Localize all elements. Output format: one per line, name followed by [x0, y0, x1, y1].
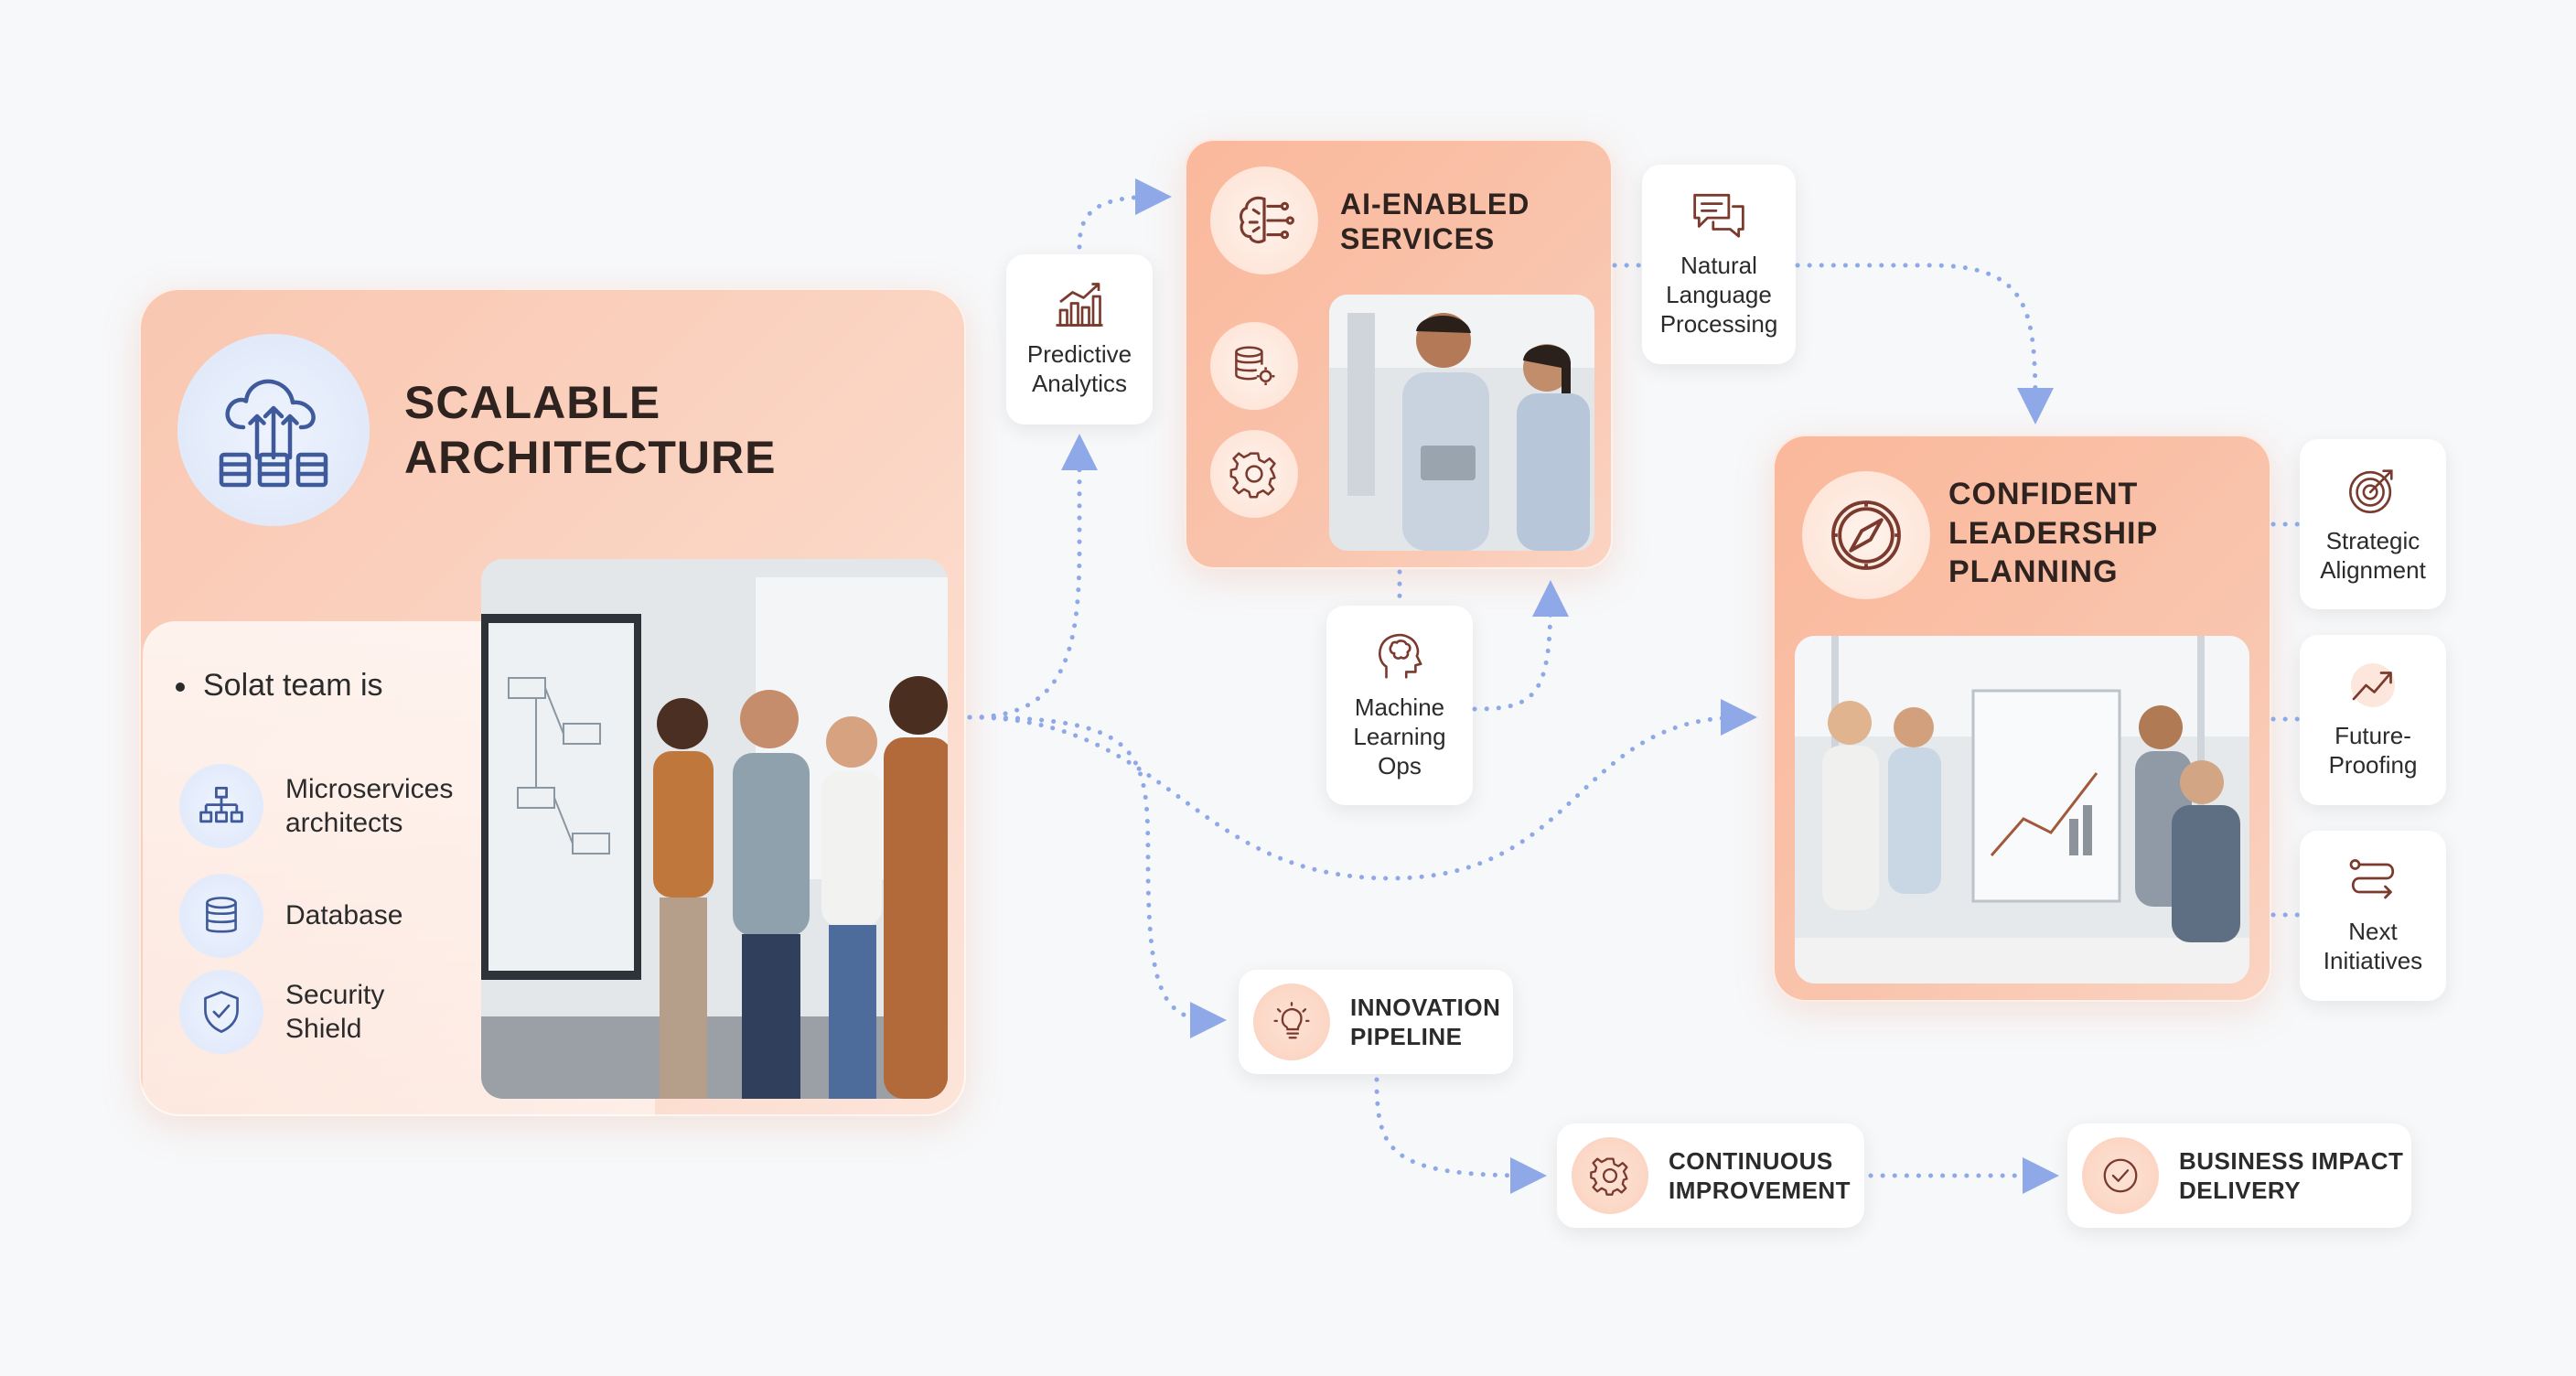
nlp-label: Natural Language Processing: [1659, 252, 1778, 338]
lightbulb-icon: [1253, 984, 1330, 1060]
strategic-alignment-node: Strategic Alignment: [2300, 439, 2446, 609]
database-gear-icon: [1210, 322, 1298, 410]
innovation-pipeline-pill: INNOVATION PIPELINE: [1239, 970, 1513, 1074]
cloud-servers-icon: [177, 334, 370, 526]
predictive-analytics-label: Predictive Analytics: [1026, 340, 1132, 397]
connector-innovation-to-continuous: [1374, 1077, 1547, 1194]
list-item-label: Database: [285, 900, 403, 931]
connector-nlp-to-leadership: [1795, 263, 2054, 425]
team-whiteboard-photo: [481, 559, 948, 1099]
future-proofing-label: Future- Proofing: [2328, 722, 2418, 779]
scalable-architecture-title: SCALABLE ARCHITECTURE: [404, 377, 777, 483]
future-proofing-node: Future- Proofing: [2300, 635, 2446, 805]
continuous-improvement-pill: CONTINUOUS IMPROVEMENT: [1557, 1123, 1864, 1228]
mlops-node: Machine Learning Ops: [1326, 606, 1473, 805]
leadership-planning-title: CONFIDENT LEADERSHIP PLANNING: [1948, 477, 2159, 589]
connector-predictive-to-ai: [1077, 178, 1172, 250]
team-bullet-text: Solat team is: [203, 668, 383, 703]
nlp-node: Natural Language Processing: [1642, 165, 1796, 364]
leadership-meeting-photo: [1795, 636, 2249, 984]
brain-circuit-icon: [1210, 167, 1318, 274]
strategic-alignment-label: Strategic Alignment: [2320, 527, 2426, 584]
compass-icon: [1802, 471, 1930, 599]
connector-scalable-to-leadership: [967, 699, 1757, 881]
bar-chart-icon: [1056, 283, 1103, 328]
database-icon: [179, 874, 263, 958]
list-item-label: Microservices architects: [285, 773, 454, 839]
business-impact-label: BUSINESS IMPACT DELIVERY: [2179, 1146, 2404, 1205]
route-icon: [2349, 859, 2395, 899]
connector-scalable-to-innovation: [967, 715, 1227, 1038]
ai-enabled-services-title: AI-ENABLED SERVICES: [1340, 188, 1530, 256]
check-circle-icon: [2082, 1137, 2159, 1214]
ai-enabled-services-card: AI-ENABLED SERVICES: [1185, 139, 1613, 569]
next-initiatives-node: Next Initiatives: [2300, 831, 2446, 1001]
mlops-label: Machine Learning Ops: [1353, 693, 1446, 779]
team-bullet: Solat team is: [176, 668, 383, 704]
continuous-improvement-label: CONTINUOUS IMPROVEMENT: [1669, 1146, 1852, 1205]
connector-scalable-to-predictive: [967, 434, 1098, 720]
hierarchy-icon: [179, 764, 263, 848]
gear-icon: [1572, 1137, 1648, 1214]
list-item-microservices: Microservices architects: [179, 764, 453, 848]
predictive-analytics-node: Predictive Analytics: [1006, 254, 1153, 425]
target-icon: [2349, 469, 2393, 514]
connector-mlops-to-ai: [1472, 580, 1569, 712]
shield-icon: [179, 970, 263, 1054]
list-item-label: Security Shield: [285, 979, 385, 1045]
gear-icon: [1210, 430, 1298, 518]
brain-head-icon: [1379, 634, 1422, 679]
trend-up-icon: [2351, 663, 2395, 708]
business-impact-pill: BUSINESS IMPACT DELIVERY: [2067, 1123, 2411, 1228]
bullet-dot: [176, 683, 185, 693]
innovation-pipeline-label: INNOVATION PIPELINE: [1350, 993, 1501, 1051]
list-item-security: Security Shield: [179, 970, 384, 1054]
leadership-planning-card: CONFIDENT LEADERSHIP PLANNING: [1773, 435, 2271, 1002]
ai-team-photo: [1329, 295, 1594, 551]
scalable-architecture-card: SCALABLE ARCHITECTURE Solat team is Micr…: [139, 288, 966, 1116]
next-initiatives-label: Next Initiatives: [2323, 918, 2423, 974]
chat-bubbles-icon: [1693, 194, 1744, 239]
list-item-database: Database: [179, 874, 402, 958]
